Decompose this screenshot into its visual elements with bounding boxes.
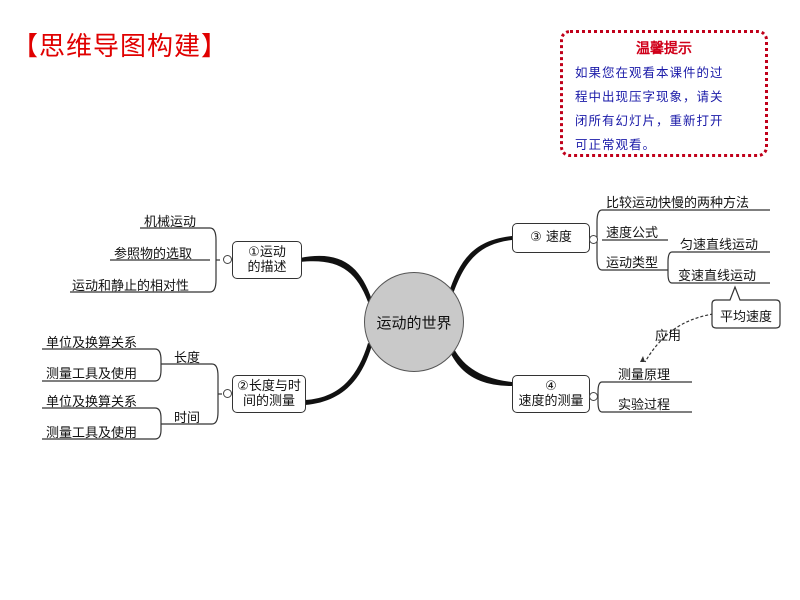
branch-curve-2 bbox=[305, 343, 372, 405]
leaf-variable-motion: 变速直线运动 bbox=[678, 269, 757, 284]
leaf-length-tools: 测量工具及使用 bbox=[46, 367, 138, 382]
tip-title: 温馨提示 bbox=[636, 41, 692, 57]
branch-curve-3 bbox=[448, 236, 512, 297]
sub-time: 时间 bbox=[174, 411, 201, 426]
leaf-length-units: 单位及换算关系 bbox=[46, 336, 138, 351]
node-length-time: ②长度与时 间的测量 bbox=[232, 375, 306, 413]
node-motion-description: ①运动 的描述 bbox=[232, 241, 302, 279]
leaf-uniform-motion: 匀速直线运动 bbox=[680, 238, 759, 253]
average-speed-callout bbox=[711, 285, 781, 329]
node-knob bbox=[223, 255, 232, 264]
tip-line: 闭所有幻灯片，重新打开 bbox=[575, 113, 724, 128]
tip-line: 如果您在观看本课件的过 bbox=[575, 65, 724, 80]
leaf-principle: 测量原理 bbox=[618, 368, 671, 383]
tip-body: 如果您在观看本课件的过 程中出现压字现象，请关 闭所有幻灯片，重新打开 可正常观… bbox=[575, 61, 755, 157]
leaf-relative-motion: 运动和静止的相对性 bbox=[72, 279, 190, 294]
node-knob bbox=[223, 389, 232, 398]
node-text: 速度的测量 bbox=[518, 394, 584, 409]
tip-line: 可正常观看。 bbox=[575, 137, 657, 152]
branch-curve-1 bbox=[300, 255, 372, 302]
tip-line: 程中出现压字现象，请关 bbox=[575, 89, 724, 104]
leaf-time-units: 单位及换算关系 bbox=[46, 395, 138, 410]
node-text: ②长度与时 bbox=[237, 379, 301, 394]
node-text: ④ bbox=[545, 379, 557, 394]
apply-label: 应用 bbox=[655, 329, 682, 344]
leaf-experiment: 实验过程 bbox=[618, 398, 671, 413]
branch-curve-4 bbox=[448, 345, 512, 386]
central-topic: 运动的世界 bbox=[364, 272, 464, 372]
leaf-compare-speed: 比较运动快慢的两种方法 bbox=[606, 196, 750, 211]
node-text: 的描述 bbox=[247, 260, 287, 275]
leaf-motion-types: 运动类型 bbox=[606, 256, 659, 271]
leaf-speed-formula: 速度公式 bbox=[606, 226, 659, 241]
sub-length: 长度 bbox=[174, 351, 201, 366]
average-speed-label: 平均速度 bbox=[720, 310, 773, 325]
node-speed: ③ 速度 bbox=[512, 223, 590, 253]
page-title: 【思维导图构建】 bbox=[12, 32, 229, 62]
node-knob bbox=[589, 235, 598, 244]
leaf-time-tools: 测量工具及使用 bbox=[46, 426, 138, 441]
leaf-mechanical-motion: 机械运动 bbox=[144, 215, 197, 230]
node-text: 间的测量 bbox=[242, 394, 295, 409]
node-text: ①运动 bbox=[248, 245, 286, 260]
node-speed-measurement: ④ 速度的测量 bbox=[512, 375, 590, 413]
node-knob bbox=[589, 392, 598, 401]
tip-box: 温馨提示 如果您在观看本课件的过 程中出现压字现象，请关 闭所有幻灯片，重新打开… bbox=[560, 30, 768, 157]
leaf-reference-frame: 参照物的选取 bbox=[114, 247, 193, 262]
